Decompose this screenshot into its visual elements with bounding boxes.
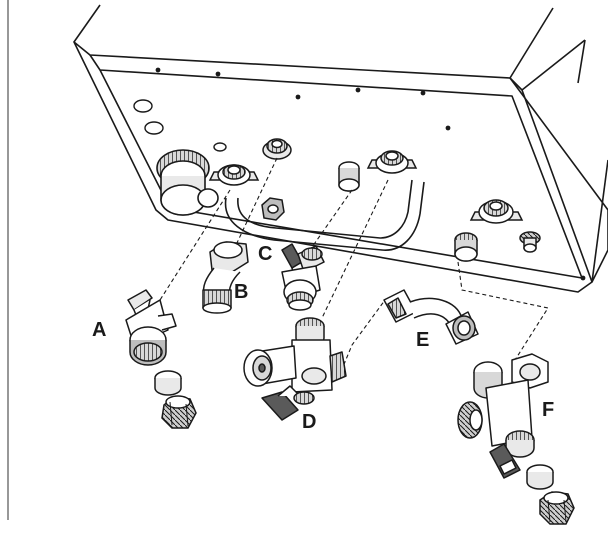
- valve-d: [243, 317, 347, 421]
- label-d: D: [302, 411, 316, 433]
- label-f: F: [542, 399, 554, 421]
- flange-1: [208, 164, 260, 186]
- valve-c: [281, 243, 325, 311]
- elbow-b: [202, 241, 249, 314]
- valve-f: [457, 353, 549, 479]
- boiler-fittings: [208, 138, 541, 262]
- screw: [580, 275, 586, 281]
- screw: [445, 125, 451, 131]
- fitting-f-parts: [526, 464, 575, 525]
- bypass-pipe: [224, 179, 425, 251]
- part-labels: A B C D E F: [92, 243, 554, 433]
- screw: [420, 90, 426, 96]
- label-e: E: [416, 329, 429, 351]
- elbow-e: [383, 289, 479, 345]
- plug: [338, 161, 360, 192]
- screw: [215, 71, 221, 77]
- label-c: C: [258, 243, 272, 265]
- screw: [155, 67, 161, 73]
- panel-holes: [133, 99, 227, 152]
- boiler-body: [73, 4, 608, 293]
- mounting-screws: [155, 67, 586, 281]
- valve-a: [125, 289, 177, 366]
- flange-3: [366, 150, 418, 174]
- drain-fitting: [519, 231, 541, 253]
- screw: [295, 94, 301, 100]
- gland: [454, 232, 478, 262]
- label-a: A: [92, 319, 106, 341]
- fitting-a-parts: [154, 370, 197, 429]
- flange-4: [469, 199, 524, 224]
- label-b: B: [234, 281, 248, 303]
- screw: [355, 87, 361, 93]
- flue-outlet: [156, 149, 219, 216]
